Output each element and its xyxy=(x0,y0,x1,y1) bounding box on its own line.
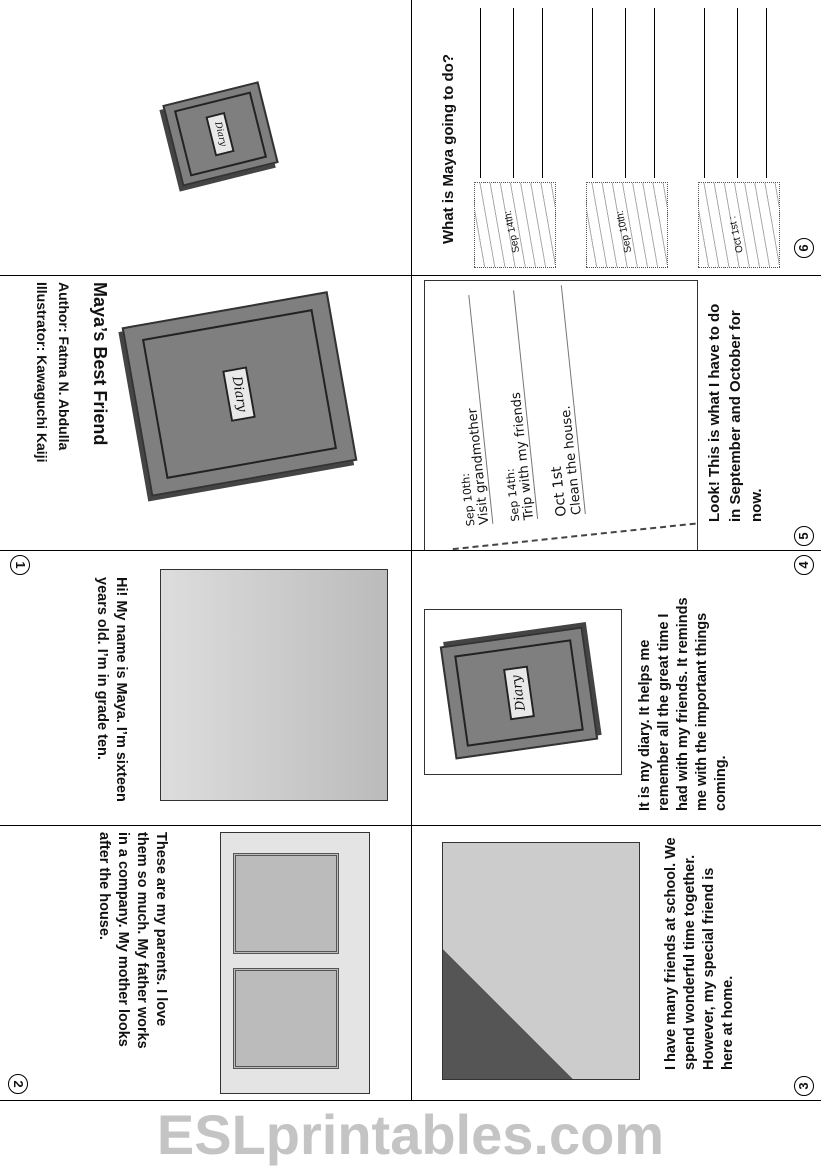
page-number: 6 xyxy=(794,238,814,258)
diary-thumbnail: Sep 14th: xyxy=(474,182,556,268)
fold-line xyxy=(0,550,821,551)
answer-line[interactable] xyxy=(592,8,593,178)
watermark: ESLprintables.com xyxy=(156,1103,665,1166)
page-1-panel: Hi! My name is Maya. I’m sixteen years o… xyxy=(0,551,410,825)
page-3-panel: I have many friends at school. We spend … xyxy=(412,826,821,1100)
maya-portrait-illustration xyxy=(442,842,640,1080)
answer-line[interactable] xyxy=(704,8,705,178)
question: What is Maya going to do? xyxy=(440,54,457,244)
maya-sitting-illustration xyxy=(160,569,388,801)
answer-line[interactable] xyxy=(542,8,543,178)
answer-line[interactable] xyxy=(513,8,514,178)
answer-line[interactable] xyxy=(480,8,481,178)
page-4-text: It is my diary. It helps me remember all… xyxy=(637,597,729,811)
page-3-text: I have many friends at school. We spend … xyxy=(663,837,736,1070)
page-number: 4 xyxy=(794,555,814,575)
author: Author: Fatma N. Abdulla xyxy=(56,282,72,451)
answer-row: Sep 10th: xyxy=(582,0,672,274)
fold-line xyxy=(0,825,821,826)
fold-line xyxy=(0,1100,821,1101)
answer-line[interactable] xyxy=(737,8,738,178)
page-number: 3 xyxy=(794,1076,814,1096)
diary-thumbnail: Oct 1st : xyxy=(698,182,780,268)
answer-line[interactable] xyxy=(766,8,767,178)
page-number: 2 xyxy=(8,1074,28,1094)
page-1-text: Hi! My name is Maya. I’m sixteen years o… xyxy=(94,577,129,802)
illustrator: Illustrator: Kawaguchi Kaiji xyxy=(34,282,50,463)
page-number: 1 xyxy=(10,555,30,575)
open-diary-illustration: Sep 10th: Visit grandmother Sep 14th: Tr… xyxy=(424,280,698,550)
answer-row: Oct 1st : xyxy=(694,0,784,274)
page-6-panel: What is Maya going to do? Sep 14th: Sep … xyxy=(412,0,821,274)
parents-portraits-illustration xyxy=(220,832,370,1094)
answer-row: Sep 14th: xyxy=(470,0,560,274)
diary-book-image: Diary xyxy=(162,81,279,187)
page-5-panel: Sep 10th: Visit grandmother Sep 14th: Tr… xyxy=(412,276,821,550)
page-number: 5 xyxy=(794,526,814,546)
back-cover-panel: Diary xyxy=(0,0,410,274)
page-5-text: Look! This is what I have to do in Septe… xyxy=(706,303,765,522)
page-4-panel: Diary It is my diary. It helps me rememb… xyxy=(412,551,821,825)
fold-line xyxy=(0,275,821,276)
diary-book-image: Diary xyxy=(121,291,358,497)
diary-in-hands-illustration: Diary xyxy=(424,609,622,775)
front-cover-panel: Diary Maya’s Best Friend Author: Fatma N… xyxy=(0,276,410,550)
page-2-panel: These are my parents. I love them so muc… xyxy=(0,826,410,1100)
diary-thumbnail: Sep 10th: xyxy=(586,182,668,268)
answer-line[interactable] xyxy=(625,8,626,178)
page-2-text: These are my parents. I love them so muc… xyxy=(96,832,169,1049)
answer-line[interactable] xyxy=(654,8,655,178)
book-title: Maya’s Best Friend xyxy=(90,282,110,446)
